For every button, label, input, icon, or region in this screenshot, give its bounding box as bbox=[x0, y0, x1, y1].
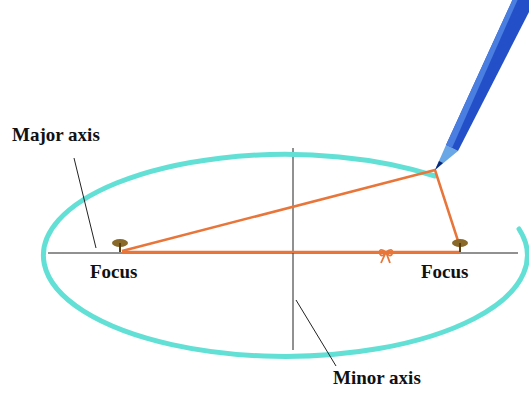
text-label: Focus bbox=[421, 262, 469, 283]
pencil bbox=[435, 0, 529, 170]
pin bbox=[452, 239, 468, 252]
minor-axis-line bbox=[293, 148, 294, 350]
leader-line bbox=[74, 158, 96, 248]
string bbox=[122, 170, 460, 251]
string-knot bbox=[380, 250, 393, 263]
major-axis-line bbox=[48, 253, 518, 254]
ellipse-curve bbox=[43, 154, 527, 356]
text-label: Minor axis bbox=[333, 368, 421, 389]
text-label: Focus bbox=[90, 262, 138, 283]
text-label: Major axis bbox=[12, 125, 100, 146]
string bbox=[122, 251, 460, 254]
leader-line bbox=[296, 300, 336, 366]
pin bbox=[112, 239, 128, 252]
